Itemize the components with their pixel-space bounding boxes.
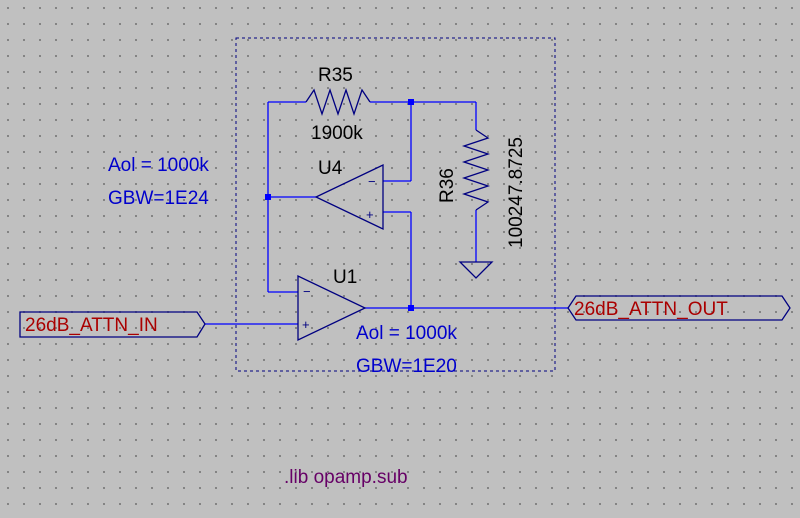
- u4-minus-pin: −: [368, 174, 376, 189]
- u1-plus-pin: +: [302, 317, 310, 332]
- u4-plus-pin: +: [366, 207, 374, 222]
- u1-aol-label: Aol = 1000k: [356, 323, 457, 344]
- output-net-label: 26dB_ATTN_OUT: [574, 299, 728, 320]
- junction-dot: [408, 99, 414, 105]
- r36-name-label: R36: [437, 168, 458, 203]
- u4-name-label: U4: [318, 158, 343, 179]
- resistor-r35[interactable]: [305, 87, 371, 117]
- u4-aol-label: Aol = 1000k: [108, 155, 209, 176]
- u4-gbw-label: GBW=1E24: [108, 188, 209, 209]
- wires: [205, 101, 568, 325]
- spice-directive[interactable]: .lib opamp.sub: [284, 467, 408, 488]
- junction-dot: [408, 305, 414, 311]
- ground-icon: [458, 261, 494, 279]
- opamp-u4[interactable]: [314, 163, 384, 231]
- input-net-flag[interactable]: [19, 311, 206, 338]
- u1-name-label: U1: [333, 267, 357, 288]
- r35-value-label: 1900k: [311, 123, 363, 144]
- input-net-label: 26dB_ATTN_IN: [25, 315, 158, 336]
- resistor-r36[interactable]: [461, 129, 491, 211]
- junction-dot: [265, 194, 271, 200]
- output-net-flag[interactable]: [567, 295, 791, 321]
- block-boundary: [235, 37, 556, 372]
- r36-value-label: 100247.8725: [506, 137, 527, 248]
- opamp-u1[interactable]: [297, 274, 367, 342]
- u1-minus-pin: −: [303, 284, 311, 299]
- u1-gbw-label: GBW=1E20: [356, 356, 457, 377]
- r35-name-label: R35: [318, 65, 353, 86]
